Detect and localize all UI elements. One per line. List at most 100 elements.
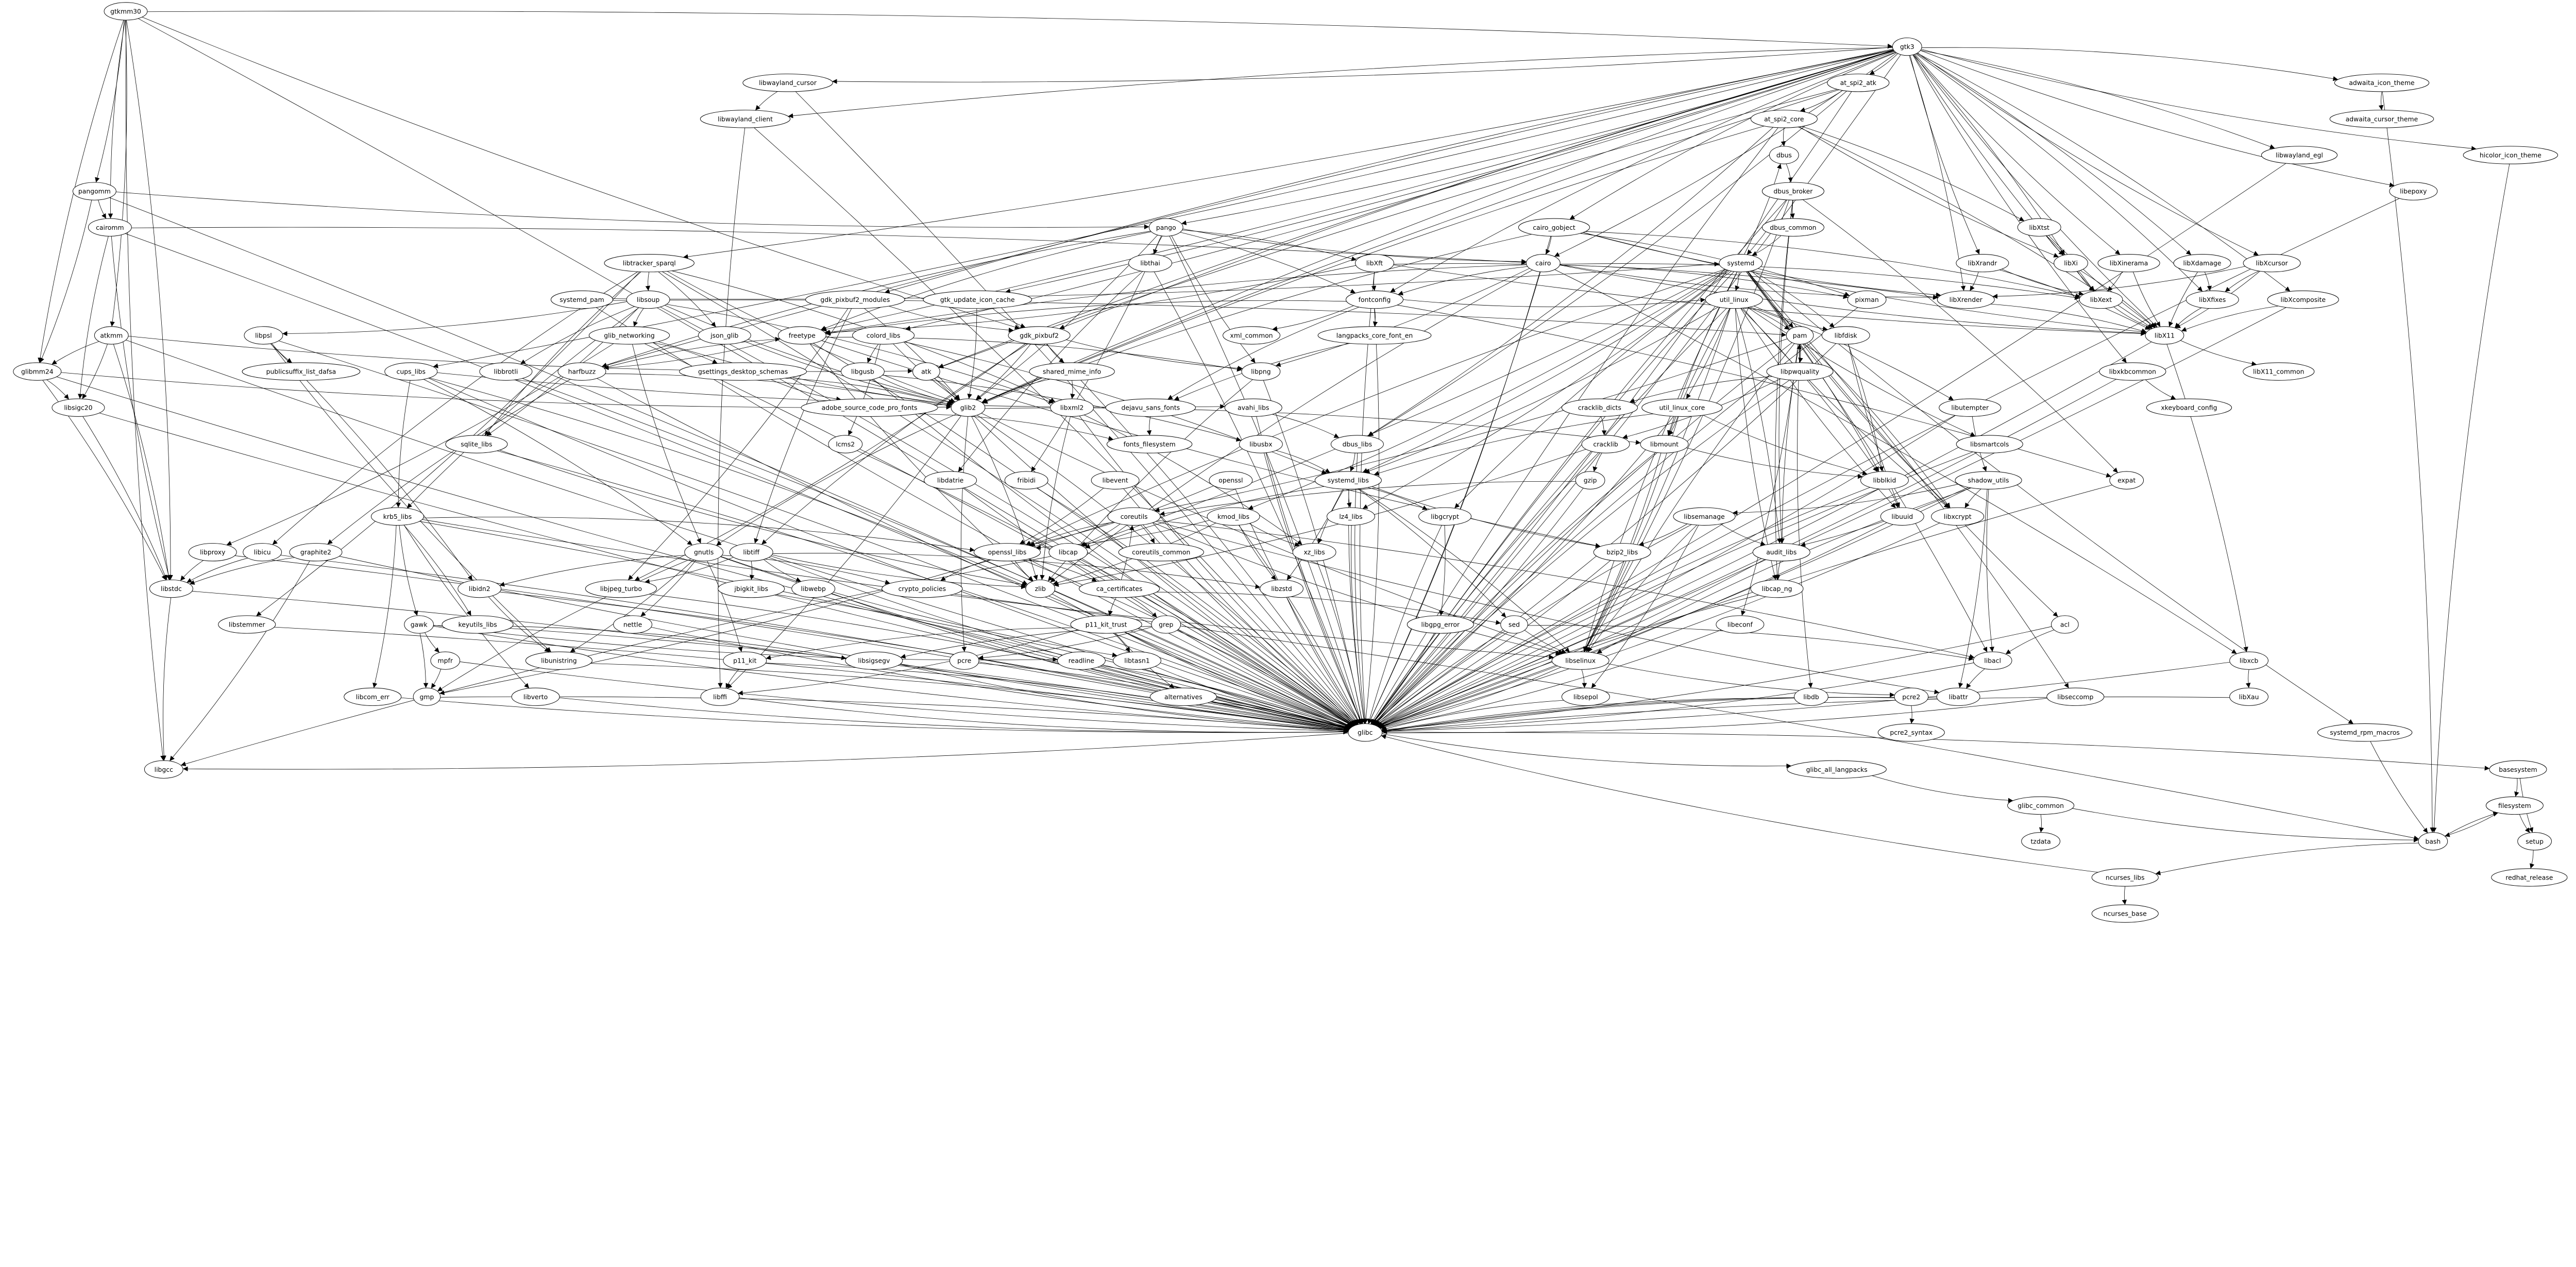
node-publicsuffix-list-dafsa[interactable]: publicsuffix_list_dafsa (242, 362, 361, 381)
node-systemd[interactable]: systemd (1719, 254, 1763, 273)
node-libtiff[interactable]: libtiff (729, 543, 773, 562)
node-libblkid[interactable]: libblkid (1860, 471, 1909, 489)
node-libbrotli[interactable]: libbrotli (479, 362, 533, 381)
node-xml-common[interactable]: xml_common (1223, 326, 1281, 345)
node-libicu[interactable]: libicu (243, 543, 282, 562)
node-gtk3[interactable]: gtk3 (1892, 37, 1922, 56)
node-libepoxy[interactable]: libepoxy (2389, 182, 2438, 200)
node-libXau[interactable]: libXau (2229, 687, 2268, 706)
node-libxkbcommon[interactable]: libxkbcommon (2099, 362, 2166, 381)
node-libseccomp[interactable]: libseccomp (2046, 687, 2105, 706)
node-expat[interactable]: expat (2109, 471, 2144, 489)
node-libtracker-sparql[interactable]: libtracker_sparql (604, 254, 694, 273)
node-libdatrie[interactable]: libdatrie (924, 471, 977, 489)
node-libmount[interactable]: libmount (1640, 435, 1689, 453)
node-harfbuzz[interactable]: harfbuzz (557, 362, 606, 381)
node-bzip2-libs[interactable]: bzip2_libs (1593, 543, 1651, 562)
node-gtkmm30[interactable]: gtkmm30 (104, 2, 148, 21)
node-libzstd[interactable]: libzstd (1260, 579, 1303, 598)
node-cairo-gobject[interactable]: cairo_gobject (1518, 218, 1590, 236)
node-pixman[interactable]: pixman (1847, 290, 1887, 309)
node-coreutils[interactable]: coreutils (1107, 507, 1161, 526)
node-libpsl[interactable]: libpsl (244, 326, 283, 345)
node-libgcc[interactable]: libgcc (144, 760, 183, 779)
node-libgpg-error[interactable]: libgpg_error (1406, 615, 1474, 634)
node-libcom-err[interactable]: libcom_err (344, 687, 402, 706)
node-kmod-libs[interactable]: kmod_libs (1207, 507, 1260, 526)
node-grep[interactable]: grep (1151, 615, 1181, 634)
node-sed[interactable]: sed (1500, 615, 1528, 634)
node-libattr[interactable]: libattr (1936, 687, 1980, 706)
node-keyutils-libs[interactable]: keyutils_libs (442, 615, 514, 634)
node-setup[interactable]: setup (2517, 832, 2552, 851)
node-libjpeg-turbo[interactable]: libjpeg_turbo (585, 579, 657, 598)
node-xkeyboard-config[interactable]: xkeyboard_config (2146, 398, 2232, 417)
node-libsoup[interactable]: libsoup (626, 290, 670, 309)
node-freetype[interactable]: freetype (777, 326, 826, 345)
node-cairomm[interactable]: cairomm (88, 218, 132, 236)
node-systemd-pam[interactable]: systemd_pam (550, 290, 613, 309)
node-fonts-filesystem[interactable]: fonts_filesystem (1106, 435, 1193, 453)
node-dbus-broker[interactable]: dbus_broker (1761, 182, 1824, 200)
node-lcms2[interactable]: lcms2 (828, 435, 863, 453)
node-nettle[interactable]: nettle (613, 615, 652, 634)
node-libutempter[interactable]: libutempter (1939, 398, 2002, 417)
node-cairo[interactable]: cairo (1526, 254, 1561, 273)
node-libevent[interactable]: libevent (1091, 471, 1140, 489)
node-zlib[interactable]: zlib (1025, 579, 1056, 598)
node-util-linux[interactable]: util_linux (1705, 290, 1763, 309)
node-pango[interactable]: pango (1148, 218, 1183, 236)
node-ncurses-base[interactable]: ncurses_base (2091, 904, 2159, 923)
node-p11-kit[interactable]: p11_kit (723, 651, 767, 670)
node-tzdata[interactable]: tzdata (2021, 832, 2060, 851)
node-libthai[interactable]: libthai (1128, 254, 1173, 273)
node-dbus-libs[interactable]: dbus_libs (1330, 435, 1384, 453)
node-libXfixes[interactable]: libXfixes (2185, 290, 2239, 309)
node-libXrandr[interactable]: libXrandr (1956, 254, 2009, 273)
node-dejavu-sans-fonts[interactable]: dejavu_sans_fonts (1105, 398, 1196, 417)
node-gdk-pixbuf2[interactable]: gdk_pixbuf2 (1008, 326, 1071, 345)
node-adwaita-cursor-theme[interactable]: adwaita_cursor_theme (2329, 110, 2434, 128)
node-pcre[interactable]: pcre (949, 651, 979, 670)
node-dbus-common[interactable]: dbus_common (1761, 218, 1824, 236)
node-libXcomposite[interactable]: libXcomposite (2267, 290, 2339, 309)
node-libfdisk[interactable]: libfdisk (1821, 326, 1870, 345)
node-openssl[interactable]: openssl (1209, 471, 1253, 489)
node-cracklib-dicts[interactable]: cracklib_dicts (1561, 398, 1638, 417)
node-bash[interactable]: bash (2418, 832, 2448, 851)
node-adobe-source-code-pro-fonts[interactable]: adobe_source_code_pro_fonts (801, 398, 938, 417)
node-adwaita-icon-theme[interactable]: adwaita_icon_theme (2334, 74, 2430, 92)
node-basesystem[interactable]: basesystem (2489, 760, 2547, 779)
node-gawk[interactable]: gawk (404, 615, 434, 634)
node-libffi[interactable]: libffi (700, 687, 740, 706)
node-libxcb[interactable]: libxcb (2229, 651, 2268, 670)
node-redhat-release[interactable]: redhat_release (2491, 868, 2568, 887)
node-shadow-utils[interactable]: shadow_utils (1955, 471, 2022, 489)
node-fribidi[interactable]: fribidi (1004, 471, 1048, 489)
node-pcre2-syntax[interactable]: pcre2_syntax (1877, 723, 1945, 742)
node-p11-kit-trust[interactable]: p11_kit_trust (1070, 615, 1142, 634)
node-crypto-policies[interactable]: crypto_policies (882, 579, 963, 598)
node-libproxy[interactable]: libproxy (188, 543, 237, 562)
node-libxcrypt[interactable]: libxcrypt (1931, 507, 1985, 526)
node-cups-libs[interactable]: cups_libs (384, 362, 438, 381)
node-libcap[interactable]: libcap (1048, 543, 1088, 562)
node-glibmm24[interactable]: glibmm24 (13, 362, 62, 381)
node-libusbx[interactable]: libusbx (1239, 435, 1283, 453)
node-libpng[interactable]: libpng (1241, 362, 1281, 381)
node-xz-libs[interactable]: xz_libs (1292, 543, 1336, 562)
node-gsettings-desktop-schemas[interactable]: gsettings_desktop_schemas (679, 362, 807, 381)
node-libpwquality[interactable]: libpwquality (1766, 362, 1834, 381)
node-glibc[interactable]: glibc (1348, 723, 1383, 742)
node-libsigc20[interactable]: libsigc20 (52, 398, 105, 417)
node-libeconf[interactable]: libeconf (1716, 615, 1765, 634)
node-json-glib[interactable]: json_glib (698, 326, 751, 345)
node-ncurses-libs[interactable]: ncurses_libs (2091, 868, 2159, 887)
node-glibc-common[interactable]: glibc_common (2007, 796, 2075, 815)
node-libunistring[interactable]: libunistring (525, 651, 592, 670)
node-fontconfig[interactable]: fontconfig (1346, 290, 1404, 309)
node-libwebp[interactable]: libwebp (791, 579, 836, 598)
node-libXtst[interactable]: libXtst (2017, 218, 2061, 236)
node-util-linux-core[interactable]: util_linux_core (1641, 398, 1723, 417)
node-gdk-pixbuf2-modules[interactable]: gdk_pixbuf2_modules (805, 290, 905, 309)
